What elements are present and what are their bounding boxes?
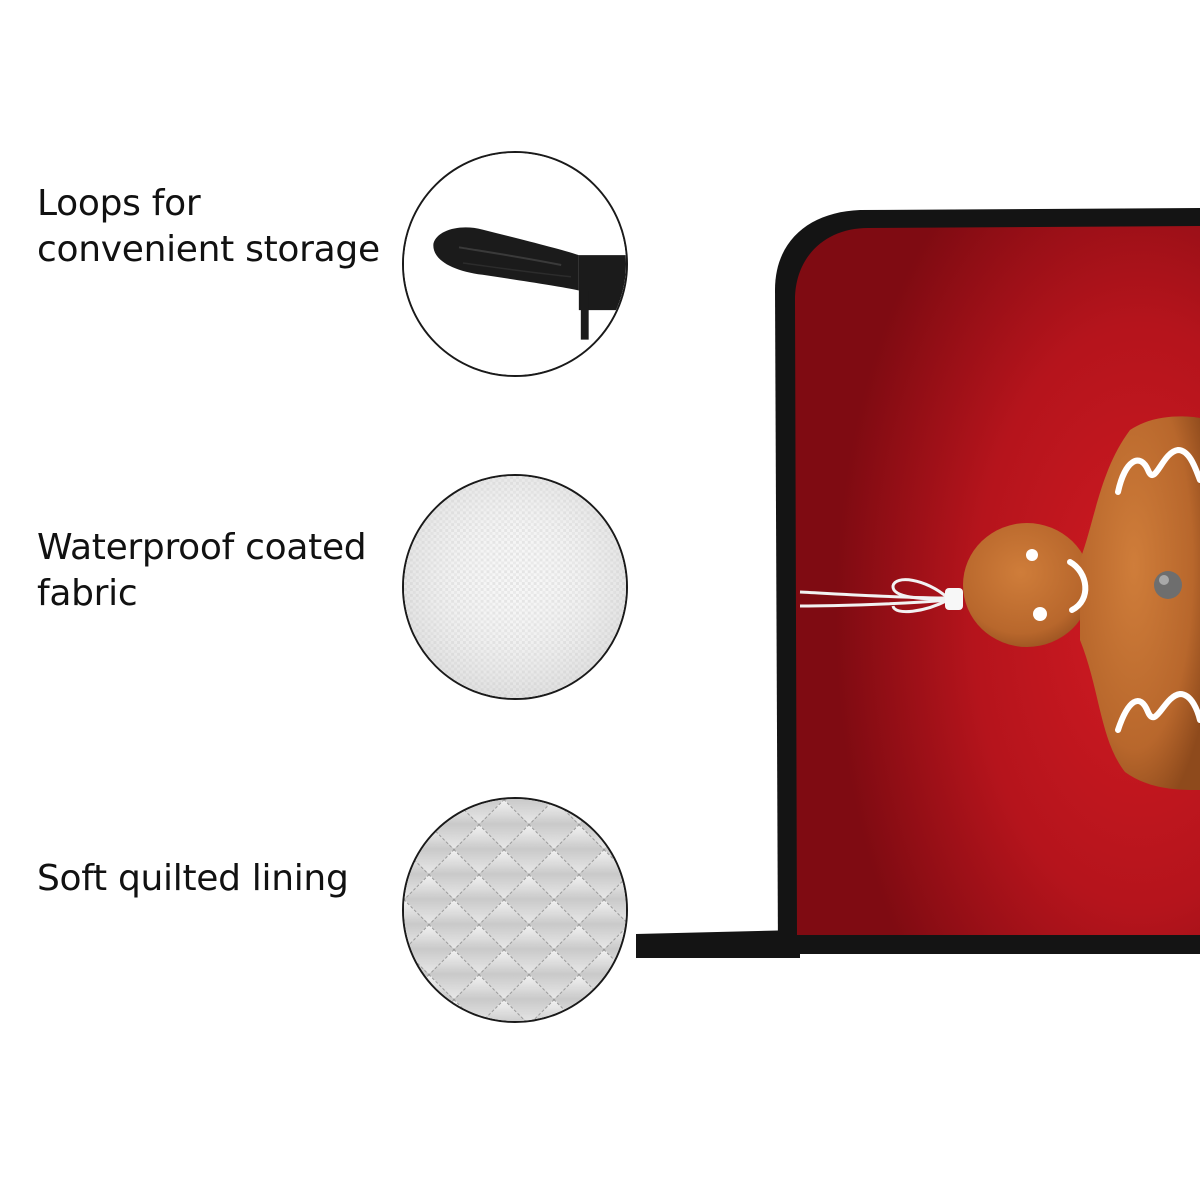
quilted-lining-icon [402,797,628,1023]
feature-label-waterproof: Waterproof coated fabric [37,527,367,614]
feature-label-quilted: Soft quilted lining [37,858,349,899]
hanging-loop-icon [402,151,628,377]
coated-fabric-icon [402,474,628,700]
feature-label-loops: Loops for convenient storage [37,183,380,270]
